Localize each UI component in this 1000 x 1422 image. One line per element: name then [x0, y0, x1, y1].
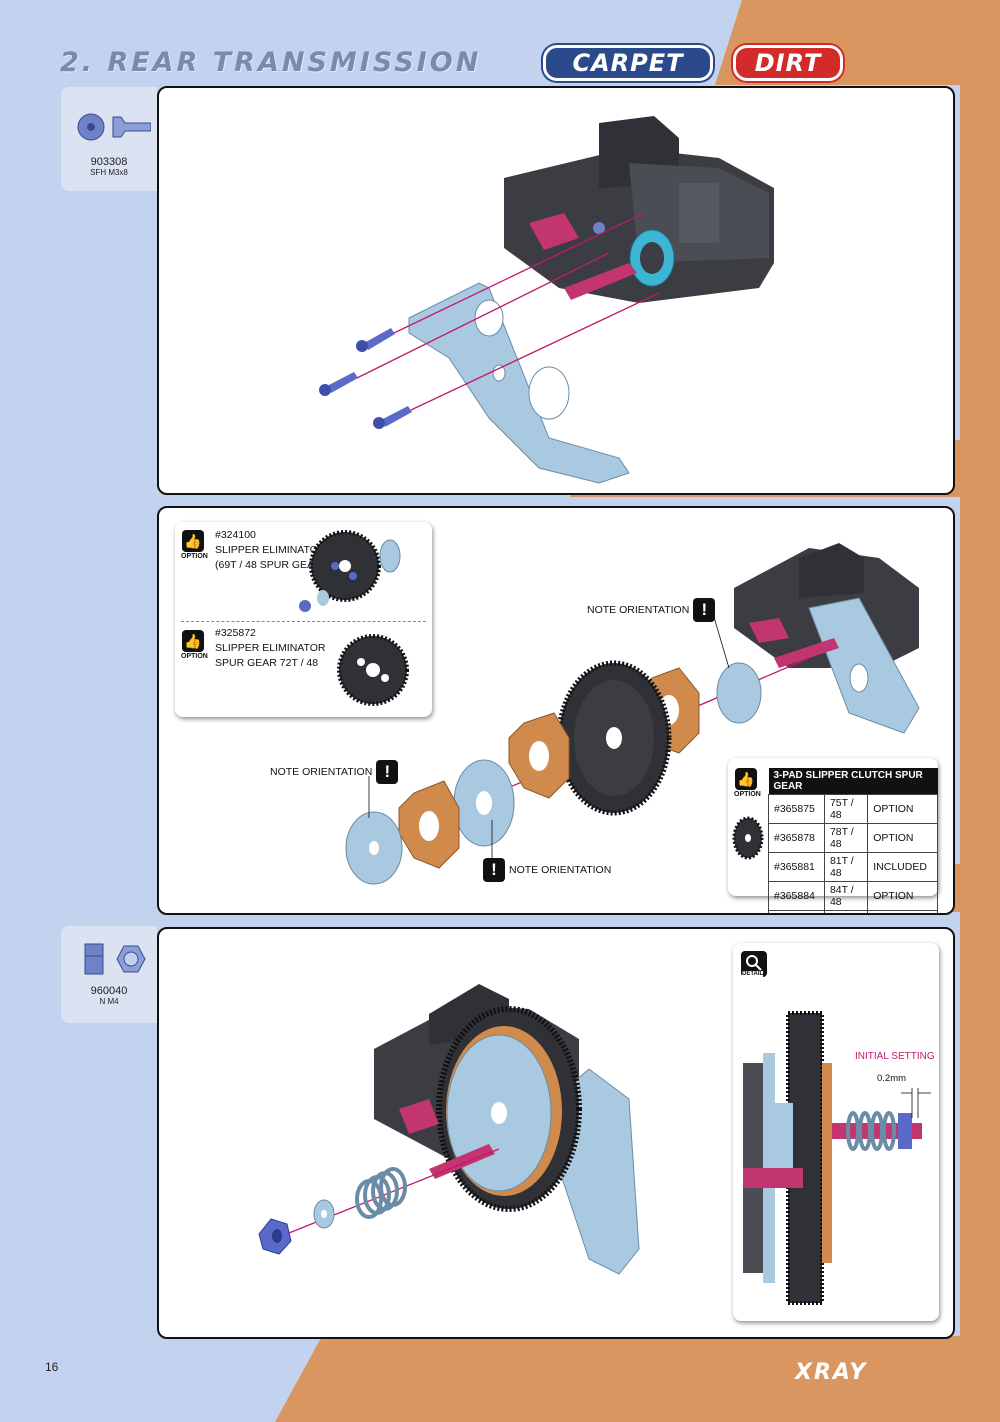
gearbox-small [734, 543, 920, 734]
option-badge-1: 👍 OPTION [181, 530, 208, 560]
screws [319, 328, 412, 429]
gap-label: 0.2mm [877, 1073, 907, 1084]
exclamation-icon: ! [693, 598, 716, 622]
detail-icon [741, 951, 767, 977]
section-title: 2. REAR TRANSMISSION [60, 42, 481, 82]
lock-nut-icon [84, 943, 146, 975]
table-cell: INCLUDED [867, 852, 938, 882]
part-tab-903308: 903308 SFH M3x8 [61, 87, 157, 191]
spur-gear-icon [732, 816, 764, 860]
spur-gear [556, 660, 672, 816]
table-cell: OPTION [867, 881, 938, 911]
table-cell: #365884 [768, 881, 825, 911]
note-orientation-left: NOTE ORIENTATION ! [270, 760, 399, 784]
thumbs-up-icon: 👍 [182, 630, 204, 652]
initial-setting-label: INITIAL SETTING [855, 1051, 935, 1062]
gearbox-housing [504, 116, 774, 303]
lock-nut [258, 1218, 292, 1255]
dirt-badge: DIRT [733, 45, 843, 81]
table-cell: #365887 [768, 910, 825, 913]
slipper-eliminator-set-image [299, 530, 401, 612]
detail-box: DETAIL INITIAL SETTING 0.2mm [733, 943, 939, 1321]
step-panel-1 [157, 86, 955, 495]
pressure-plate-right [716, 662, 762, 724]
exclamation-icon: ! [483, 858, 505, 882]
slipper-clutch-illustration [345, 543, 920, 885]
part-tab-960040: 960040 N M4 [61, 926, 157, 1023]
table-cell: 81T / 48 [823, 852, 869, 882]
option-2-text: #325872 SLIPPER ELIMINATOR SPUR GEAR 72T… [215, 627, 326, 669]
thumbs-up-icon: 👍 [182, 530, 204, 552]
note-orientation-bottom: ! NOTE ORIENTATION [483, 858, 611, 882]
clutch-gear-option-box: 👍 OPTION 3-PAD SLIPPER CLUTCH SPUR GEAR … [728, 758, 938, 913]
table-cell: 78T / 48 [823, 823, 869, 853]
spring [355, 1167, 407, 1219]
transmission-assembly-illustration [319, 116, 774, 484]
outdrive-parts [529, 213, 675, 300]
countersunk-screw-icon [77, 113, 152, 141]
table-cell: 75T / 48 [823, 794, 869, 824]
divider [181, 621, 426, 622]
page-title: 2. REAR TRANSMISSION [60, 46, 482, 78]
assembly-guide-lines [356, 212, 660, 411]
exclamation-icon: ! [376, 760, 399, 784]
option-badge-3: 👍 OPTION [734, 768, 761, 798]
table-cell: 84T / 48 [823, 881, 869, 911]
carpet-badge: CARPET [543, 45, 713, 81]
brand-logo: XRAY [795, 1360, 868, 1385]
part-description: SFH M3x8 [90, 168, 128, 177]
option-badge-2: 👍 OPTION [181, 630, 208, 660]
table-cell: #365881 [768, 852, 825, 882]
table-cell: OPTION [867, 910, 938, 913]
table-header: 3-PAD SLIPPER CLUTCH SPUR GEAR [768, 768, 938, 795]
detail-cross-section [743, 1011, 931, 1305]
detail-label: DETAIL [742, 971, 764, 977]
table-cell: #365878 [768, 823, 825, 853]
table-cell: 87T / 48 [823, 910, 869, 913]
step-panel-2: 👍 OPTION #324100 SLIPPER ELIMINATOR - SE… [157, 506, 955, 915]
note-orientation-top: NOTE ORIENTATION ! [587, 598, 716, 622]
part-description: N M4 [99, 997, 119, 1006]
part-number: 960040 [90, 985, 128, 997]
page-number: 16 [45, 1360, 59, 1374]
part-number: 903308 [90, 156, 128, 168]
slipper-eliminator-option-box: 👍 OPTION #324100 SLIPPER ELIMINATOR - SE… [175, 522, 432, 717]
thumbs-up-icon: 👍 [735, 768, 757, 790]
table-cell: OPTION [867, 794, 938, 824]
table-cell: OPTION [867, 823, 938, 853]
step-panel-3: DETAIL INITIAL SETTING 0.2mm [157, 927, 955, 1339]
slipper-eliminator-gear-image [337, 634, 409, 706]
spur-gear-assembled [436, 1006, 582, 1212]
slipper-assembly-illustration [258, 984, 640, 1275]
motor-plate [408, 282, 630, 484]
table-cell: #365875 [768, 794, 825, 824]
